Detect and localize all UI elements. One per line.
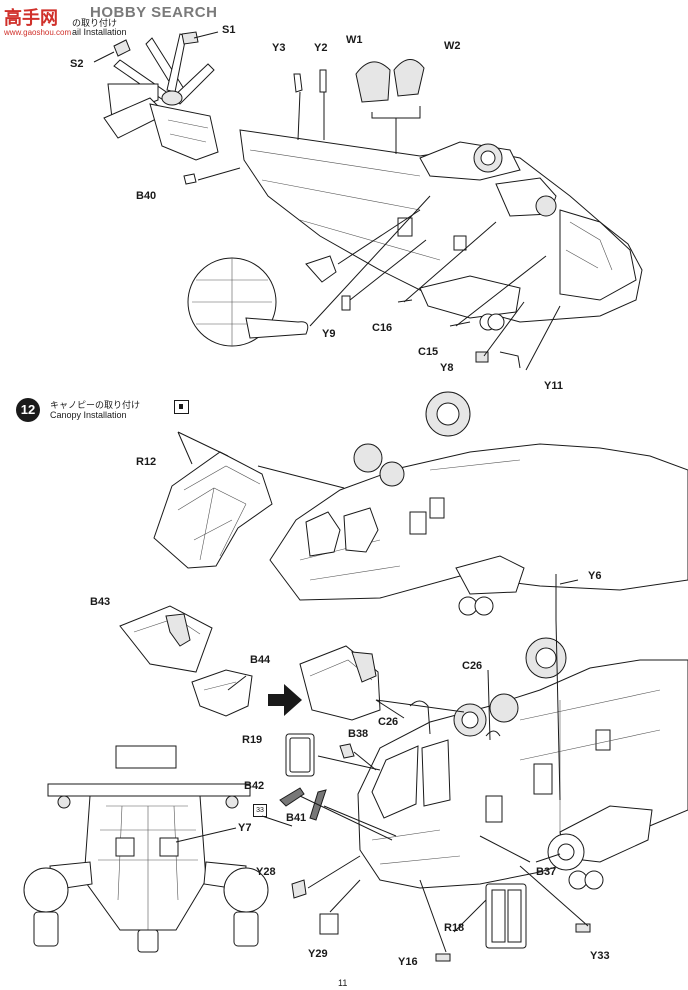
part-R12-canopy [153,451,273,569]
label-R19: R19 [242,734,263,746]
label-Y8: Y8 [440,362,454,374]
label-Y3: Y3 [272,42,286,54]
y7-leader [175,827,237,843]
watermark-url: www.gaoshou.com [4,28,72,37]
step11-title-jp: の取り付け [72,18,118,28]
part-W2-shape [393,59,425,97]
label-B38: B38 [348,728,369,740]
step12-front-fuselage [357,637,688,890]
step11-title-en: ail Installation [72,27,127,37]
front-view-helicopter [23,745,269,953]
label-C26-upper: C26 [462,660,483,672]
arrow-icon [268,684,302,716]
step12-canopy-fuselage [269,391,688,616]
label-C15: C15 [418,346,439,358]
label-Y29: Y29 [308,948,328,960]
watermark-title: 高手网 [4,8,58,28]
label-Y9: Y9 [322,328,336,340]
cement-icon [174,400,189,414]
label-Y16: Y16 [398,956,418,968]
page-number: 11 [338,978,348,988]
label-B42: B42 [244,780,265,792]
watermark-brand: HOBBY SEARCH [90,4,218,21]
label-S2: S2 [70,58,84,70]
step11-tail-rotor-assembly [103,31,219,161]
label-Y11: Y11 [544,380,563,392]
label-Y28: Y28 [256,866,276,878]
label-B40: B40 [136,190,157,202]
part-number-badge: 33 [253,804,267,817]
label-C16: C16 [372,322,393,334]
label-W1: W1 [346,34,363,46]
step12-title-en: Canopy Installation [50,410,127,420]
label-B41: B41 [286,812,307,824]
label-R12: R12 [136,456,157,468]
label-B44: B44 [250,654,271,666]
step12-leader-lines [299,579,589,953]
label-B37: B37 [536,866,557,878]
part-B43-B44-subassembly [119,605,381,721]
label-Y33: Y33 [590,950,610,962]
label-Y7: Y7 [238,822,252,834]
label-W2: W2 [444,40,461,52]
step-number-badge: 12 [16,398,40,422]
label-S1: S1 [222,24,236,36]
label-Y6: Y6 [588,570,602,582]
part-W1-shape [355,61,391,103]
r12-leader [257,465,345,489]
label-Y2: Y2 [314,42,328,54]
step11-fuselage [239,129,643,331]
label-C26-lower: C26 [378,716,399,728]
label-B43: B43 [90,596,111,608]
step12-title-jp: キャノピーの取り付け [50,400,141,410]
label-R18: R18 [444,922,465,934]
step11-leader-lines [93,31,561,371]
r12-glue-pointer [177,431,229,465]
